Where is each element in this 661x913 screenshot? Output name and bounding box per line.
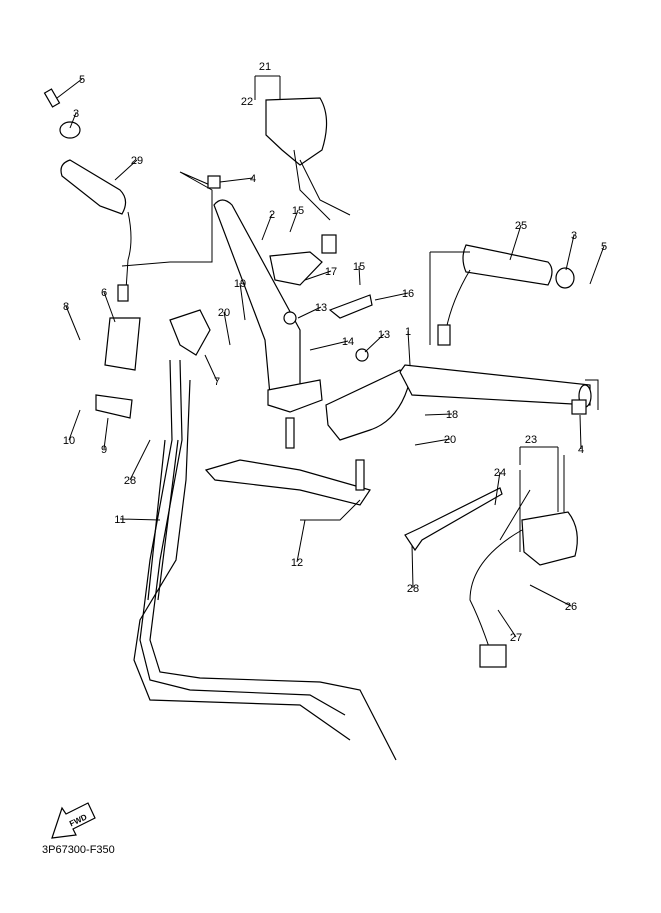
callout-21: 21: [259, 61, 271, 73]
leader-line: [589, 245, 605, 285]
callout-29: 29: [131, 155, 143, 167]
callout-4: 4: [250, 173, 256, 185]
fwd-arrow-icon: FWD: [51, 802, 96, 839]
leader-line: [494, 471, 501, 506]
leader-line: [296, 519, 306, 563]
callout-9: 9: [101, 444, 107, 456]
callout-16: 16: [402, 288, 414, 300]
callout-15: 15: [292, 205, 304, 217]
callout-28: 28: [407, 583, 419, 595]
right-grip-part: [429, 244, 599, 410]
callout-18: 18: [446, 409, 458, 421]
callout-3: 3: [571, 230, 577, 242]
callout-24: 24: [494, 467, 506, 479]
leader-line: [497, 609, 517, 638]
right-switch-part: [207, 97, 351, 254]
leader-line: [407, 330, 411, 366]
callout-13: 13: [378, 329, 390, 341]
leader-line: [509, 224, 522, 261]
leader-line: [223, 311, 231, 346]
callout-6: 6: [101, 287, 107, 299]
callout-20: 20: [444, 434, 456, 446]
leader-line: [261, 213, 273, 241]
callout-17: 17: [325, 266, 337, 278]
leader-line: [304, 270, 332, 281]
callout-14: 14: [342, 336, 354, 348]
leader-line: [411, 544, 414, 589]
callout-28: 28: [124, 475, 136, 487]
leader-line: [424, 413, 453, 416]
leader-line: [103, 291, 116, 323]
callout-22: 22: [241, 96, 253, 108]
leader-line: [239, 282, 246, 321]
leader-line: [219, 177, 254, 183]
callout-13: 13: [315, 302, 327, 314]
leader-line: [119, 518, 161, 521]
callout-27: 27: [510, 632, 522, 644]
leader-line: [65, 305, 81, 341]
callout-2: 2: [269, 209, 275, 221]
group-bracket-line: [121, 171, 213, 267]
callout-19: 19: [234, 278, 246, 290]
callout-12: 12: [291, 557, 303, 569]
leader-line: [565, 234, 575, 271]
callout-5: 5: [79, 74, 85, 86]
leader-line: [414, 438, 451, 446]
leader-line: [358, 265, 361, 286]
leader-line: [69, 112, 77, 129]
left-grip-part: [43, 88, 132, 302]
callout-11: 11: [114, 514, 125, 526]
leader-line: [529, 584, 572, 607]
callout-23: 23: [525, 434, 537, 446]
callout-10: 10: [63, 435, 75, 447]
leader-line: [129, 439, 151, 481]
leader-line: [103, 417, 109, 450]
leader-line: [297, 306, 322, 319]
leader-line: [374, 292, 409, 301]
callout-15: 15: [353, 261, 365, 273]
callout-20: 20: [218, 307, 230, 319]
callout-4: 4: [578, 444, 584, 456]
callout-25: 25: [515, 220, 527, 232]
lever-holder-part: [95, 309, 211, 419]
leader-line: [68, 409, 81, 441]
callout-5: 5: [601, 241, 607, 253]
callout-8: 8: [63, 301, 69, 313]
handlebar-part: [204, 199, 592, 521]
leader-line: [56, 78, 83, 99]
leader-line: [204, 354, 218, 382]
leader-line: [289, 209, 299, 233]
callout-7: 7: [214, 376, 220, 388]
callout-3: 3: [73, 108, 79, 120]
callout-1: 1: [405, 326, 411, 338]
leader-line: [309, 340, 349, 351]
leader-line: [114, 159, 138, 181]
leader-line: [364, 333, 385, 353]
callout-26: 26: [565, 601, 577, 613]
leader-line: [579, 414, 582, 450]
left-switch-part: [404, 455, 578, 668]
diagram-code: 3P67300-F350: [42, 844, 115, 856]
